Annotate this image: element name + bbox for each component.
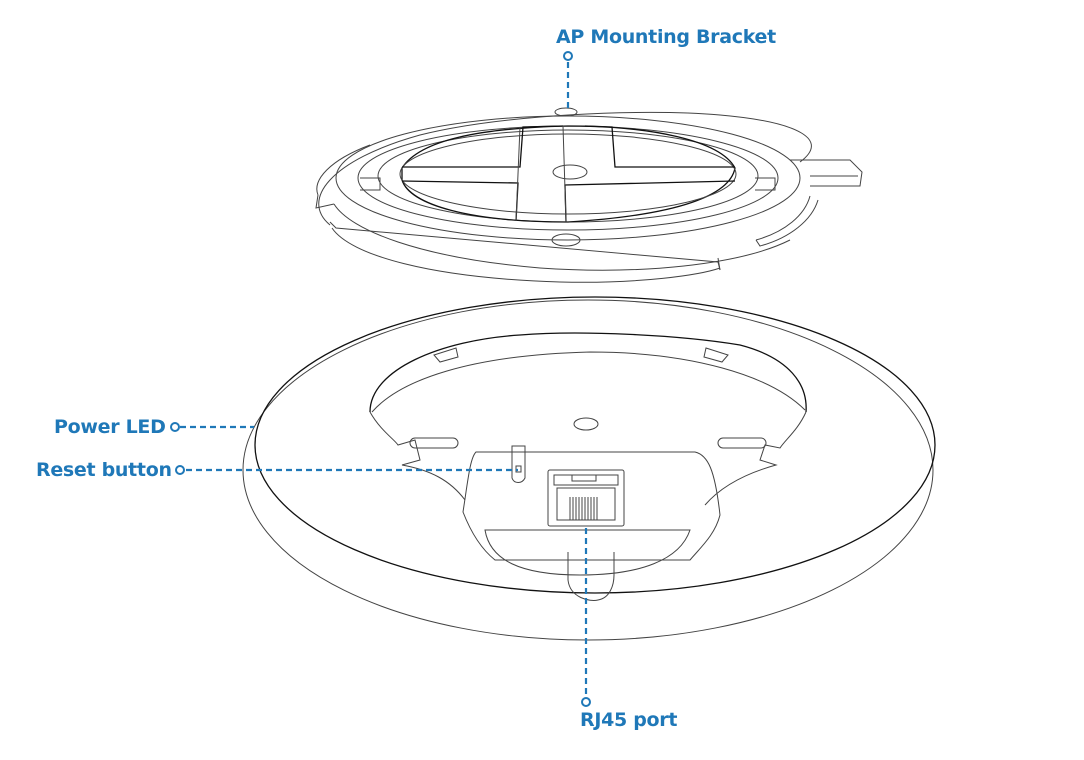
label-reset-button: Reset button	[36, 459, 172, 481]
rj45-pins	[569, 497, 598, 520]
access-point-body	[242, 296, 936, 641]
callout-leader-power-led	[170, 422, 254, 432]
mounting-bracket	[315, 107, 863, 283]
label-rj45-port: RJ45 port	[580, 709, 678, 731]
label-power-led: Power LED	[54, 416, 166, 438]
callout-leader-rj45	[581, 528, 591, 707]
callout-leader-bracket	[563, 51, 573, 110]
callout-leader-reset	[175, 465, 518, 475]
label-ap-mounting-bracket: AP Mounting Bracket	[556, 26, 776, 48]
